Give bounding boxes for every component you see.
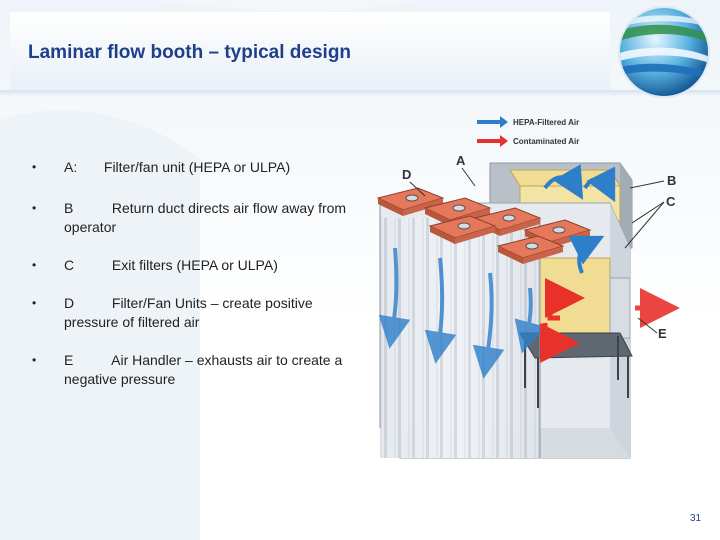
label-c: C <box>666 194 676 209</box>
bullet-text: Filter/Fan Units – create positive press… <box>64 295 313 330</box>
label-b: B <box>667 173 676 188</box>
label-leader-lines <box>409 167 665 334</box>
label-a: A <box>456 153 466 168</box>
bullet-text: Return duct directs air flow away from o… <box>64 200 347 235</box>
bullet-text: Filter/fan unit (HEPA or ULPA) <box>103 159 291 175</box>
title-header <box>10 12 610 92</box>
bullet-key: B <box>64 200 74 216</box>
bullet-dot: • <box>32 258 37 272</box>
diagram-labels: A D B C E <box>402 153 676 341</box>
airflow-arrows <box>378 164 680 379</box>
bullet-a: • A: Filter/fan unit (HEPA or ULPA) <box>28 158 290 177</box>
bullet-dot: • <box>32 353 37 367</box>
label-e: E <box>658 326 667 341</box>
bullet-e: • E Air Handler – exhausts air to create… <box>28 351 368 389</box>
filter-fan-units <box>376 187 592 264</box>
hepa-arrow-icon <box>477 116 508 128</box>
slide-title: Laminar flow booth – typical design <box>28 42 352 63</box>
bullet-dot: • <box>32 296 37 310</box>
bullet-d: • D Filter/Fan Units – create positive p… <box>28 294 368 332</box>
bullet-key: E <box>64 352 74 368</box>
bullet-dot: • <box>32 201 37 215</box>
bullet-key: A: <box>64 159 78 175</box>
bullet-text: Air Handler – exhausts air to create a n… <box>64 352 343 387</box>
bullet-key: D <box>64 295 75 311</box>
legend-hepa-label: HEPA-Filtered Air <box>513 118 579 127</box>
air-handler-box <box>609 277 631 339</box>
label-d: D <box>402 167 411 182</box>
laminar-flow-booth-diagram: HEPA-Filtered Air Contaminated Air <box>376 116 680 459</box>
legend: HEPA-Filtered Air Contaminated Air <box>477 116 579 147</box>
contaminated-arrow-icon <box>477 135 508 147</box>
header-divider <box>0 90 720 96</box>
bullet-text: Exit filters (HEPA or ULPA) <box>111 257 278 273</box>
page-number: 31 <box>690 513 702 524</box>
bullet-b: • B Return duct directs air flow away fr… <box>28 199 368 237</box>
legend-contaminated-label: Contaminated Air <box>513 137 579 146</box>
globe-logo-icon <box>618 6 710 98</box>
bullet-c: • C Exit filters (HEPA or ULPA) <box>28 256 278 275</box>
bullet-key: C <box>64 257 75 273</box>
bullet-dot: • <box>32 160 37 174</box>
